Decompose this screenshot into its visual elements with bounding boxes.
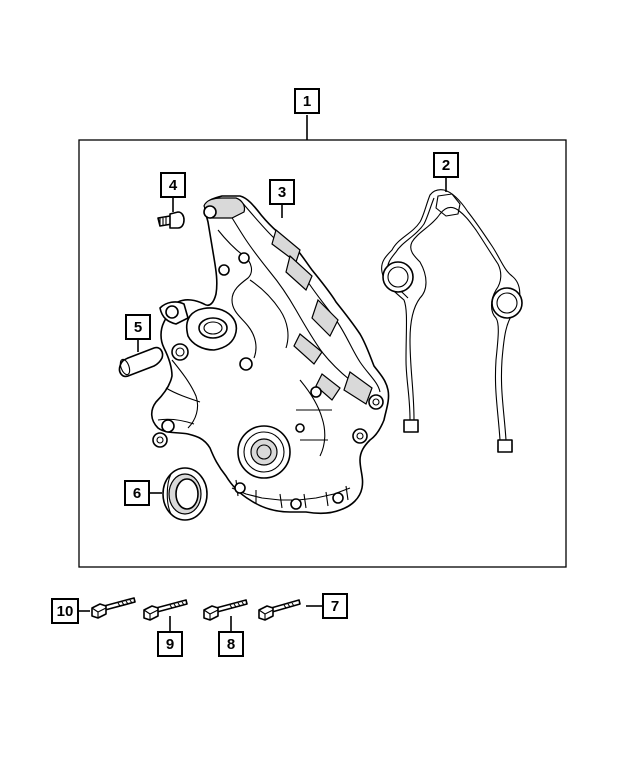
callout-8[interactable]: 8: [218, 616, 244, 657]
callout-9-label: 9: [166, 636, 174, 653]
callout-6[interactable]: 6: [124, 480, 162, 506]
callout-8-label: 8: [227, 636, 235, 653]
callout-5[interactable]: 5: [125, 314, 151, 352]
bolt-7[interactable]: [258, 599, 301, 621]
callout-9[interactable]: 9: [157, 616, 183, 657]
dowel-pin[interactable]: [118, 346, 164, 378]
callout-3-label: 3: [278, 184, 286, 201]
callout-7-label: 7: [331, 598, 339, 615]
callout-4-label: 4: [169, 177, 178, 194]
callout-2-label: 2: [442, 157, 450, 174]
callout-10-label: 10: [57, 603, 74, 620]
crankshaft-seal[interactable]: [162, 467, 208, 521]
timing-cover[interactable]: [150, 195, 390, 515]
assembly-frame: [78, 139, 567, 568]
bolt-9[interactable]: [143, 599, 188, 621]
callout-6-label: 6: [133, 485, 141, 502]
callout-7[interactable]: 7: [306, 593, 348, 619]
callout-2[interactable]: 2: [433, 152, 459, 192]
callout-5-label: 5: [134, 319, 142, 336]
callout-1[interactable]: 1: [294, 88, 320, 140]
stud[interactable]: [157, 211, 185, 229]
bolt-10[interactable]: [91, 597, 136, 619]
timing-cover-gasket[interactable]: [381, 189, 523, 453]
callout-4[interactable]: 4: [160, 172, 186, 212]
callout-10[interactable]: 10: [51, 598, 90, 624]
callout-3[interactable]: 3: [269, 179, 295, 218]
callout-1-label: 1: [303, 93, 311, 110]
bolt-8[interactable]: [203, 599, 248, 621]
